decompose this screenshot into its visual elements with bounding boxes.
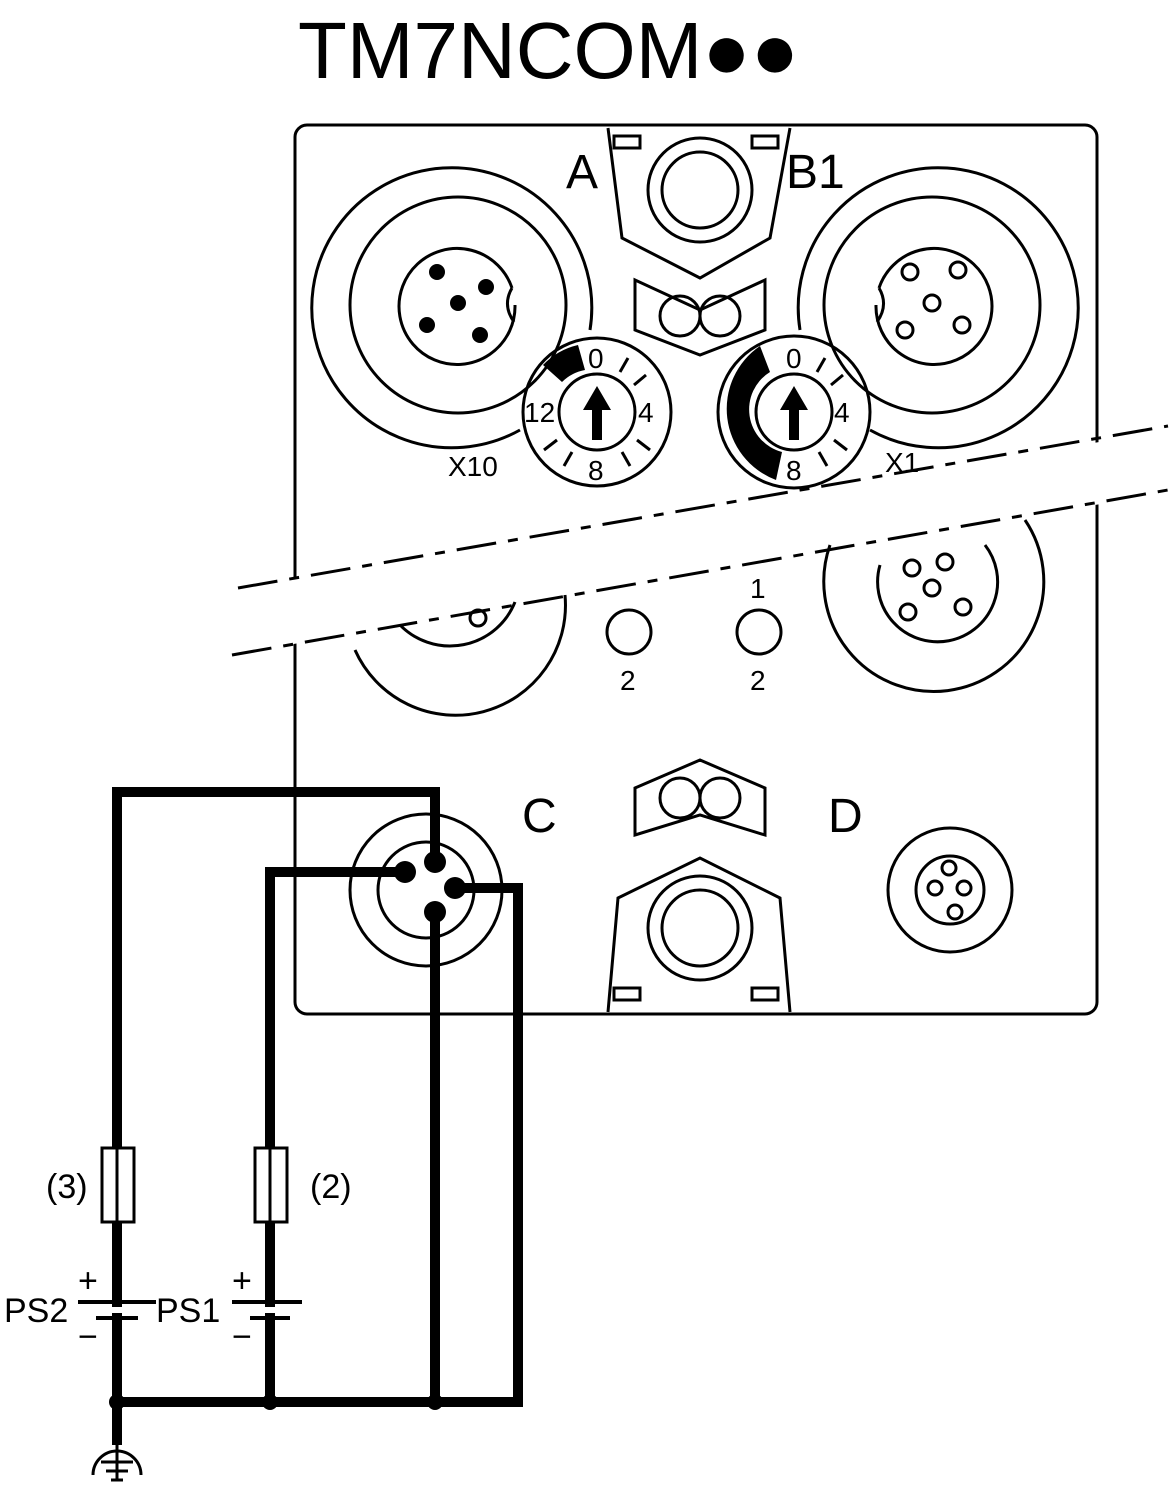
partial-port-left (353, 594, 567, 717)
break-line-bottom (231, 488, 1169, 657)
arrow-up-icon (780, 386, 808, 440)
ps2-plus: + (78, 1262, 98, 1300)
port-b1-label: B1 (786, 146, 845, 199)
break-band (230, 430, 1170, 655)
module-body (293, 123, 1099, 1016)
power-supply-ps1 (232, 1300, 302, 1320)
dial-left-12: 12 (524, 397, 555, 428)
ps1-minus: − (232, 1318, 252, 1356)
ps2-label: PS2 (4, 1292, 68, 1330)
bottom-center-connector (606, 758, 792, 1013)
break-line-top (237, 424, 1169, 590)
dial-right-8: 8 (786, 455, 802, 486)
port-d-connector (886, 826, 1014, 954)
port-c-label: C (522, 790, 557, 843)
ground-icon (91, 1402, 143, 1482)
x1-label: X1 (885, 447, 919, 478)
fuse-2-label: (2) (310, 1168, 352, 1206)
x10-label: X10 (448, 451, 498, 482)
power-wiring (112, 787, 523, 1445)
ps2-minus: − (78, 1318, 98, 1356)
fuse-3-label: (3) (46, 1168, 88, 1206)
status-led-2 (735, 608, 783, 656)
ps1-label: PS1 (156, 1292, 220, 1330)
ps1-plus: + (232, 1262, 252, 1300)
led-2-top-label: 1 (750, 573, 766, 604)
port-c-pins (394, 851, 466, 923)
top-center-connector (606, 127, 792, 357)
dial-right-0: 0 (786, 343, 802, 374)
status-led-1 (605, 608, 653, 656)
port-a-label: A (566, 146, 598, 199)
power-supply-ps2 (78, 1300, 156, 1320)
rotary-switch-right[interactable]: 0 4 8 (716, 334, 872, 490)
arrow-up-icon (583, 386, 611, 440)
dial-left-8: 8 (588, 455, 604, 486)
dial-left-4: 4 (638, 397, 654, 428)
dial-right-4: 4 (834, 397, 850, 428)
rotary-switch-left[interactable]: 0 12 4 8 (521, 336, 673, 488)
port-a-connector (310, 166, 594, 450)
led-1-label: 2 (620, 665, 636, 696)
port-d-label: D (828, 790, 863, 843)
port-b1-connector (796, 166, 1080, 450)
dial-left-0: 0 (588, 343, 604, 374)
partial-port-right (822, 519, 1046, 693)
module-title: TM7NCOM●● (298, 6, 799, 95)
led-2-bottom-label: 2 (750, 665, 766, 696)
